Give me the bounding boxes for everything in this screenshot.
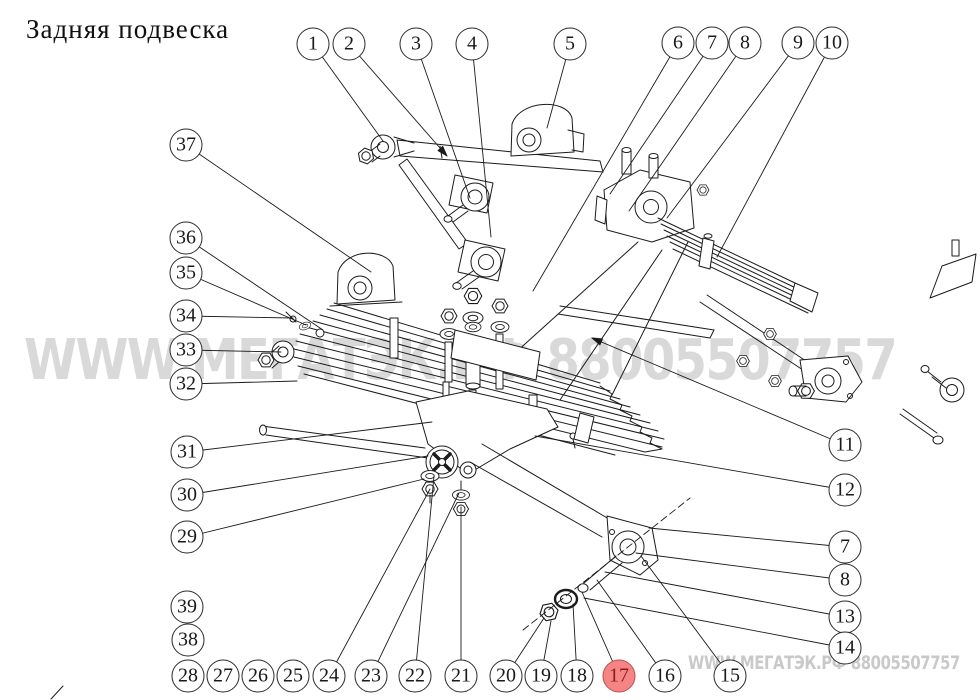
callout-22[interactable]: 22 xyxy=(398,659,432,693)
callout-leader-lines xyxy=(185,42,846,677)
leader-top-2 xyxy=(415,43,471,199)
callout-13[interactable]: 13 xyxy=(828,600,862,634)
callout-6[interactable]: 6 xyxy=(661,26,695,60)
callout-1[interactable]: 1 xyxy=(296,27,330,61)
leader-left-6 xyxy=(186,421,433,453)
leader-right-1 xyxy=(534,435,846,491)
leader-left-7 xyxy=(186,455,429,496)
leader-top-9 xyxy=(716,42,833,258)
callout-27[interactable]: 27 xyxy=(206,659,240,693)
callout-36[interactable]: 36 xyxy=(169,221,203,255)
callout-29[interactable]: 29 xyxy=(170,520,204,554)
callout-31[interactable]: 31 xyxy=(170,435,204,469)
callout-32[interactable]: 32 xyxy=(169,367,203,401)
leader-bottom-5 xyxy=(370,492,460,677)
leader-right-3 xyxy=(635,552,846,581)
trunnion-fasteners xyxy=(420,470,470,517)
leader-arrowhead xyxy=(591,337,603,346)
corner-mark xyxy=(50,685,64,700)
leader-arrowhead xyxy=(437,145,448,157)
bushing-blocks-middle xyxy=(443,174,506,290)
callout-7[interactable]: 7 xyxy=(695,26,729,60)
callout-34[interactable]: 34 xyxy=(169,299,203,333)
callout-28[interactable]: 28 xyxy=(171,659,205,693)
spring-eye-left xyxy=(257,311,325,369)
leader-right-2 xyxy=(648,527,846,548)
leader-left-3 xyxy=(185,315,294,319)
callout-14[interactable]: 14 xyxy=(828,631,862,665)
leader-top-7 xyxy=(628,42,746,212)
torque-rod-upper-left xyxy=(355,134,604,250)
leader-top-8 xyxy=(666,42,799,219)
watermark-bottom: WWW.МЕГАТЭК.РФ 88005507757 xyxy=(688,652,960,674)
callout-33[interactable]: 33 xyxy=(169,333,203,367)
balance-bracket xyxy=(594,147,710,243)
leader-top-0 xyxy=(312,43,384,142)
leaf-spring-rear xyxy=(657,217,819,314)
callout-16[interactable]: 16 xyxy=(648,659,682,693)
callout-5[interactable]: 5 xyxy=(553,27,587,61)
leader-left-8 xyxy=(186,478,425,538)
callout-11[interactable]: 11 xyxy=(828,428,862,462)
callout-19[interactable]: 19 xyxy=(524,659,558,693)
leader-left-2 xyxy=(185,272,307,326)
callout-25[interactable]: 25 xyxy=(276,659,310,693)
callout-7[interactable]: 7 xyxy=(828,530,862,564)
callout-20[interactable]: 20 xyxy=(489,659,523,693)
saddle-bushing-top xyxy=(510,104,585,157)
leader-bottom-13 xyxy=(640,555,731,677)
callout-39[interactable]: 39 xyxy=(170,590,204,624)
torque-rod-right xyxy=(699,294,863,403)
callout-10[interactable]: 10 xyxy=(815,26,849,60)
callout-15[interactable]: 15 xyxy=(713,659,747,693)
callout-24[interactable]: 24 xyxy=(312,659,346,693)
leader-left-0 xyxy=(185,144,372,273)
callout-35[interactable]: 35 xyxy=(169,256,203,290)
leader-right-5 xyxy=(583,597,846,649)
leader-left-5 xyxy=(185,380,298,385)
leader-bottom-6 xyxy=(414,475,435,677)
callout-17[interactable]: 17 xyxy=(602,659,636,693)
callout-18[interactable]: 18 xyxy=(560,659,594,693)
trunnion-assembly xyxy=(259,390,615,538)
callout-23[interactable]: 23 xyxy=(354,659,388,693)
callout-37[interactable]: 37 xyxy=(169,128,203,162)
leader-top-5 xyxy=(532,42,679,292)
leader-bottom-4 xyxy=(328,488,431,677)
callout-8[interactable]: 8 xyxy=(728,26,762,60)
frame-rails xyxy=(504,241,715,401)
leader-left-1 xyxy=(185,237,324,331)
leader-top-1 xyxy=(348,43,448,157)
callout-2[interactable]: 2 xyxy=(332,27,366,61)
callout-12[interactable]: 12 xyxy=(828,473,862,507)
leader-right-0 xyxy=(591,337,846,446)
leader-bottom-12 xyxy=(596,579,666,677)
leader-top-6 xyxy=(609,42,713,195)
callout-38[interactable]: 38 xyxy=(171,623,205,657)
page-title: Задняя подвеска xyxy=(26,14,230,44)
callout-3[interactable]: 3 xyxy=(399,27,433,61)
leader-right-4 xyxy=(604,571,846,618)
leader-top-3 xyxy=(471,43,492,238)
callout-9[interactable]: 9 xyxy=(781,26,815,60)
callout-26[interactable]: 26 xyxy=(241,659,275,693)
saddle-bushing-left xyxy=(329,252,403,307)
right-edge-parts xyxy=(899,239,977,445)
callout-30[interactable]: 30 xyxy=(170,478,204,512)
callout-8[interactable]: 8 xyxy=(828,563,862,597)
callout-4[interactable]: 4 xyxy=(455,27,489,61)
callout-21[interactable]: 21 xyxy=(444,659,478,693)
